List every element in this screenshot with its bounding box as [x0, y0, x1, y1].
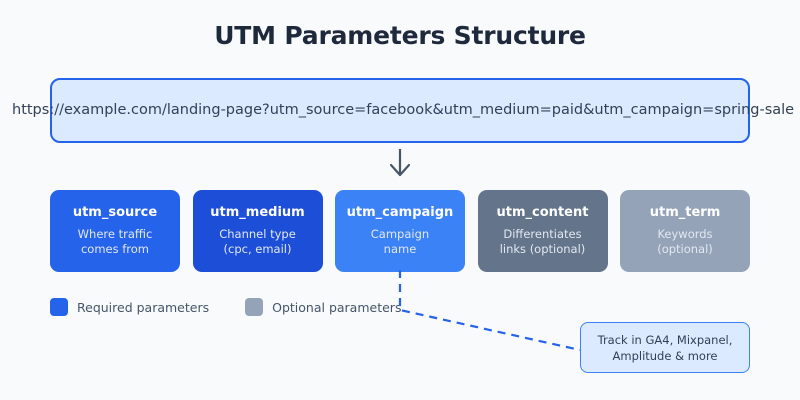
parameter-description: Where traffic comes from: [78, 227, 153, 257]
parameter-card-utm-source[interactable]: utm_source Where traffic comes from: [50, 190, 180, 272]
url-example-box: https://example.com/landing-page?utm_sou…: [12, 78, 794, 143]
parameter-key: utm_campaign: [346, 205, 454, 220]
parameter-description-line-2: name: [383, 242, 417, 256]
parameter-description: Channel type (cpc, email): [219, 227, 296, 257]
page-title: UTM Parameters Structure: [214, 21, 586, 50]
parameter-card-utm-medium[interactable]: utm_medium Channel type (cpc, email): [192, 190, 323, 272]
tracking-callout-text: Track in GA4, Mixpanel, Amplitude & more: [598, 332, 733, 364]
legend-item-required: Required parameters: [50, 298, 209, 316]
parameter-description: Differentiates links (optional): [500, 227, 586, 257]
parameter-description-line-2: links (optional): [499, 242, 586, 256]
parameter-description-line-1: Keywords: [657, 227, 713, 241]
parameter-description-line-2: comes from: [80, 242, 150, 256]
parameter-key: utm_term: [649, 205, 721, 220]
tracking-callout-box: Track in GA4, Mixpanel, Amplitude & more: [580, 322, 750, 373]
parameter-description-line-2: (optional): [657, 242, 713, 256]
parameter-key: utm_source: [72, 205, 158, 220]
tracking-callout-line-2: Amplitude & more: [612, 348, 718, 363]
parameter-description-line-2: (cpc, email): [223, 242, 292, 256]
parameter-description-line-1: Where traffic: [77, 227, 153, 241]
parameter-card-utm-term[interactable]: utm_term Keywords (optional): [620, 190, 750, 272]
parameter-description-line-1: Differentiates: [503, 227, 582, 241]
parameter-description-line-1: Campaign: [370, 227, 430, 241]
parameter-card-utm-campaign[interactable]: utm_campaign Campaign name: [335, 190, 465, 272]
legend-item-optional: Optional parameters: [245, 298, 401, 316]
legend-label-required: Required parameters: [77, 299, 210, 315]
parameter-description: Campaign name: [371, 227, 429, 257]
arrow-down-icon: [383, 146, 417, 180]
dashed-connector-line: [398, 270, 581, 352]
legend-swatch-optional: [245, 298, 264, 316]
parameter-card-utm-content[interactable]: utm_content Differentiates links (option…: [477, 190, 608, 272]
parameter-key: utm_medium: [210, 205, 305, 220]
parameter-key: utm_content: [496, 205, 589, 220]
tracking-callout-line-1: Track in GA4, Mixpanel,: [597, 332, 733, 347]
legend: Required parameters Optional parameters: [50, 298, 401, 316]
parameter-description: Keywords (optional): [657, 227, 713, 257]
url-example-text: https://example.com/landing-page?utm_sou…: [12, 102, 795, 118]
legend-label-optional: Optional parameters: [272, 299, 402, 315]
legend-swatch-required: [50, 298, 68, 316]
parameter-description-line-1: Channel type: [219, 227, 296, 241]
parameter-cards-row: utm_source Where traffic comes from utm_…: [50, 190, 750, 272]
